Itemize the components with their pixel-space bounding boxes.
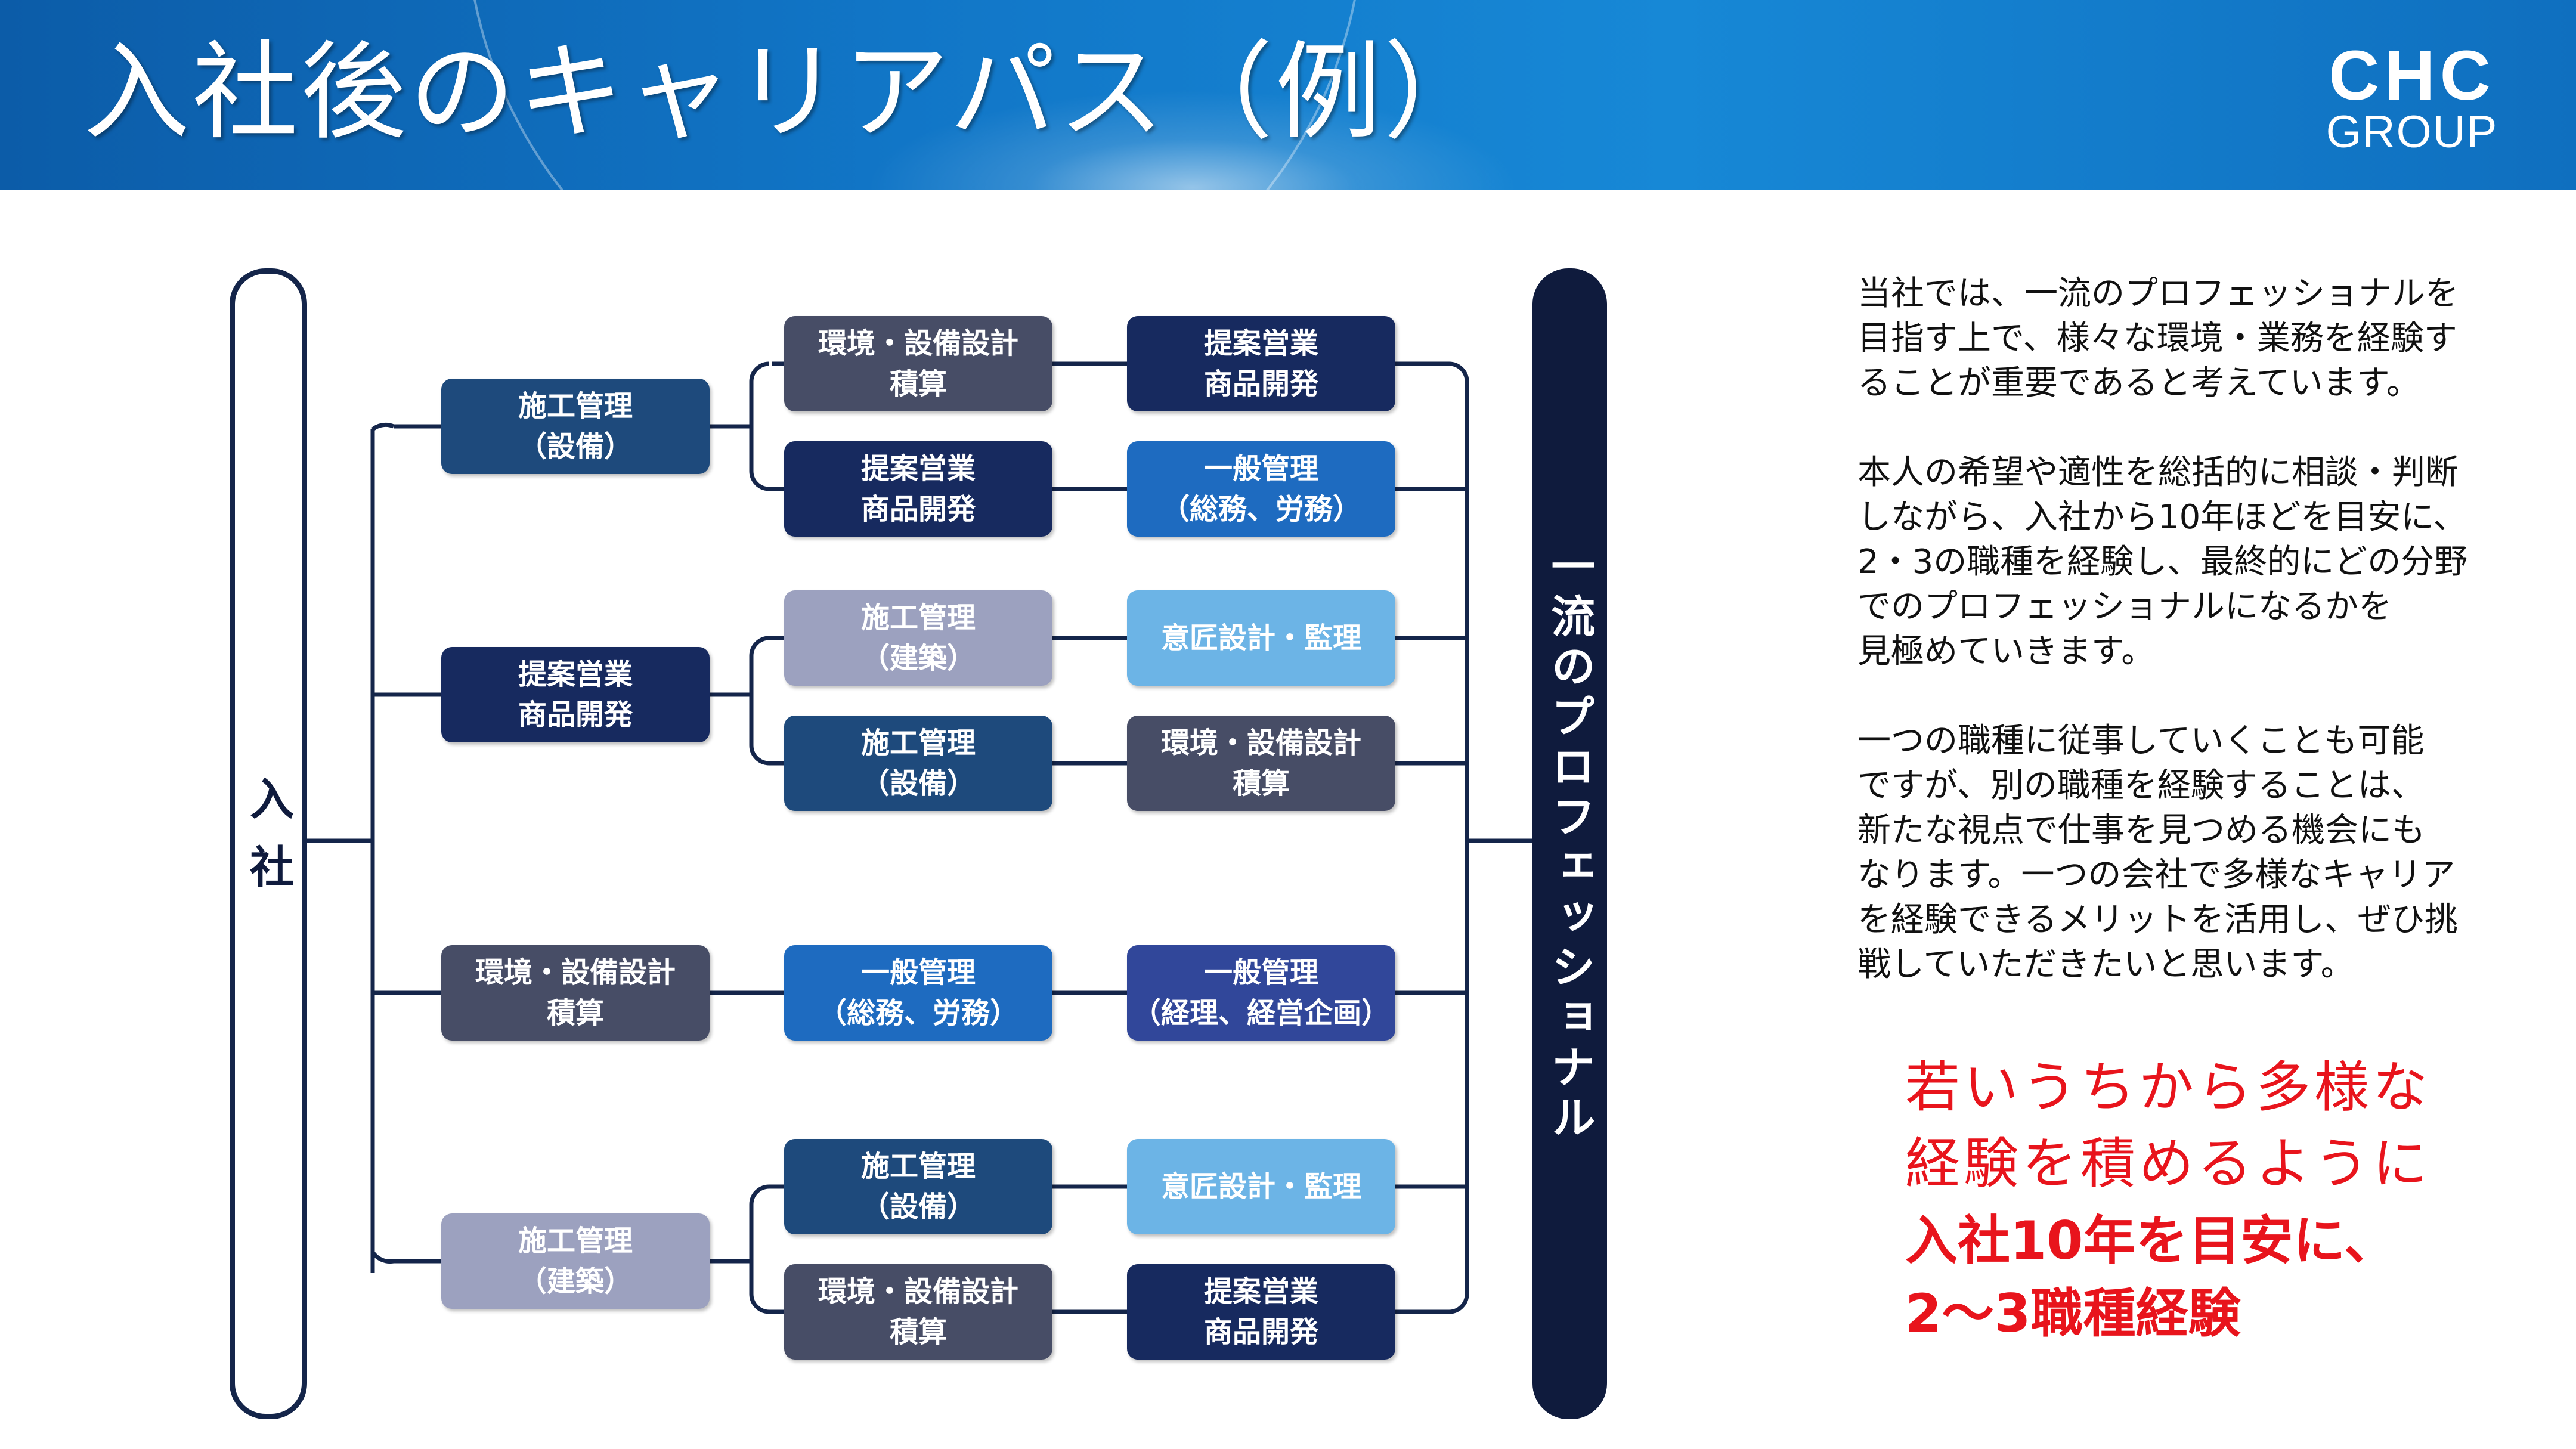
career-node-label: 提案営業 商品開発 [518,658,633,732]
career-node-label: 意匠設計・監理 [1160,621,1361,655]
career-node-label: 施工管理 （設備） [518,389,633,463]
career-node-col2-7: 環境・設備設計 積算 [784,1264,1052,1360]
career-node-label: 環境・設備設計 積算 [818,1275,1018,1349]
career-node-label: 一般管理 （総務、労務） [818,956,1018,1030]
slide-title: 入社後のキャリアパス（例） [83,30,1493,154]
career-node-col3-1: 提案営業 商品開発 [1127,316,1395,411]
description-paragraph-1: 当社では、一流のプロフェッショナルを 目指す上で、様々な環境・業務を経験す るこ… [1857,274,2459,402]
career-node-label: 施工管理 （設備） [860,726,976,800]
highlight-line-bold: 入社10年を目安に、 2〜3職種経験 [1905,1210,2397,1344]
line-merge-spine [1395,361,1469,1314]
line-fork-1 [749,361,784,491]
career-node-label: 提案営業 商品開発 [860,452,976,526]
career-node-col3-6: 意匠設計・監理 [1127,1139,1395,1234]
career-node-col1-4: 施工管理 （建築） [441,1213,710,1309]
description-paragraph-2: 本人の希望や適性を総括的に相談・判断 しながら、入社から10年ほどを目安に、 2… [1857,453,2468,671]
career-node-label: 環境・設備設計 積算 [475,956,676,1030]
line-fork-2 [749,636,784,766]
career-node-col1-2: 提案営業 商品開発 [441,647,710,742]
entry-start-node: 入社 [230,268,307,1419]
career-node-col3-7: 提案営業 商品開発 [1127,1264,1395,1360]
career-node-label: 施工管理 （設備） [860,1150,976,1224]
career-node-col3-3: 意匠設計・監理 [1127,590,1395,686]
career-node-label: 意匠設計・監理 [1160,1170,1361,1203]
logo-text-sub: GROUP [2326,107,2498,157]
line-merge-branches [1395,487,1467,1189]
line-to-col1-d [371,1250,441,1264]
slide-header: 入社後のキャリアパス（例） CHC GROUP [0,0,2576,190]
career-node-label: 一般管理 （経理、経営企画） [1132,956,1390,1030]
career-node-label: 一般管理 （総務、労務） [1160,452,1361,526]
line-fork-4 [749,1184,784,1314]
career-node-col2-3: 施工管理 （建築） [784,590,1052,686]
career-node-col2-5: 一般管理 （総務、労務） [784,945,1052,1041]
career-node-label: 提案営業 商品開発 [1203,1275,1318,1349]
career-node-col3-4: 環境・設備設計 積算 [1127,716,1395,811]
company-logo: CHC GROUP [2314,36,2510,157]
career-node-label: 提案営業 商品開発 [1203,327,1318,401]
description-paragraph-3: 一つの職種に従事していくことも可能 ですが、別の職種を経験することは、 新たな視… [1857,722,2458,984]
highlight-line-normal: 若いうちから多様な 経験を積めるように [1905,1055,2432,1196]
professional-label: 一流のプロフェッショナル [1544,543,1595,1144]
logo-text-main: CHC [2329,36,2496,115]
career-node-col1-1: 施工管理 （設備） [441,379,710,474]
description-text: 当社では、一流のプロフェッショナルを 目指す上で、様々な環境・業務を経験す るこ… [1857,271,2543,1032]
career-node-col2-1: 環境・設備設計 積算 [784,316,1052,411]
professional-goal-node: 一流のプロフェッショナル [1532,268,1607,1419]
career-node-label: 環境・設備設計 積算 [818,327,1018,401]
career-node-label: 施工管理 （建築） [518,1224,633,1298]
career-node-label: 施工管理 （建築） [860,601,976,675]
line-col2-col3 [1052,361,1127,1314]
career-node-col3-2: 一般管理 （総務、労務） [1127,441,1395,537]
career-node-col2-4: 施工管理 （設備） [784,716,1052,811]
line-corner-top [371,422,395,431]
career-node-col2-6: 施工管理 （設備） [784,1139,1052,1234]
career-node-label: 環境・設備設計 積算 [1160,726,1361,800]
career-node-col3-5: 一般管理 （経理、経営企画） [1127,945,1395,1041]
highlight-message: 若いうちから多様な 経験を積めるように 入社10年を目安に、 2〜3職種経験 [1905,1049,2561,1350]
entry-label: 入社 [242,776,294,912]
career-node-col1-3: 環境・設備設計 積算 [441,945,710,1041]
career-node-col2-2: 提案営業 商品開発 [784,441,1052,537]
